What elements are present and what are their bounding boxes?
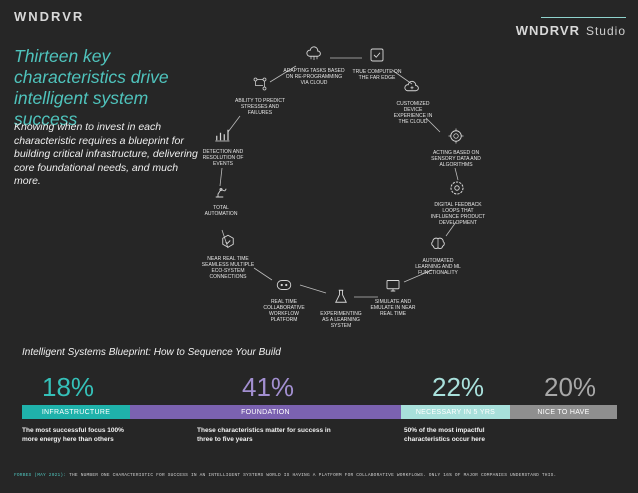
connector-9 xyxy=(253,267,273,281)
foundation-bar: FOUNDATION xyxy=(130,405,401,419)
characteristic-node: DETECTION AND RESOLUTION OF EVENTS xyxy=(193,126,253,167)
collaboration-icon xyxy=(276,280,292,290)
characteristic-label: REAL TIME COLLABORATIVE WORKFLOW PLATFOR… xyxy=(263,299,305,323)
intro-paragraph: Knowing when to invest in each character… xyxy=(14,121,198,187)
necessary-bar: NECESSARY IN 5 YRS xyxy=(401,405,510,419)
connector-11 xyxy=(219,167,223,187)
characteristic-node: ADAPTING TASKS BASED ON RE-PROGRAMMING V… xyxy=(283,45,345,86)
connector-2 xyxy=(391,69,413,85)
infrastructure-description: The most successful focus 100% more ener… xyxy=(22,427,124,443)
ecosystem-icon xyxy=(222,234,234,248)
characteristic-label: ADAPTING TASKS BASED ON RE-PROGRAMMING V… xyxy=(283,68,345,86)
characteristic-label: DETECTION AND RESOLUTION OF EVENTS xyxy=(202,149,244,167)
source-footnote: FORBES (MAY 2021): THE NUMBER ONE CHARAC… xyxy=(14,473,556,478)
nice-to-have-bar: NICE TO HAVE xyxy=(510,405,617,419)
simulation-icon xyxy=(386,280,400,292)
feedback-gear-icon xyxy=(450,181,464,195)
characteristic-label: TRUE COMPUTE ON THE FAR EDGE xyxy=(352,69,402,81)
characteristic-label: ACTING BASED ON SENSORY DATA AND ALGORIT… xyxy=(431,150,481,168)
foundation-bar-label: FOUNDATION xyxy=(241,408,290,416)
sensor-icon xyxy=(448,128,464,144)
brain-icon xyxy=(431,237,445,249)
wndrvr-logo: WNDRVR xyxy=(14,9,85,24)
beaker-icon xyxy=(335,289,347,303)
characteristic-node: AUTOMATED LEARNING AND ML FUNCTIONALITY xyxy=(412,235,464,276)
cloud-sync-icon xyxy=(404,80,419,92)
characteristic-node: SIMULATE AND EMULATE IN NEAR REAL TIME xyxy=(370,276,416,317)
connector-5 xyxy=(445,221,457,237)
connector-4 xyxy=(454,167,459,181)
foundation-percent: 41% xyxy=(242,372,295,402)
infrastructure-bar: INFRASTRUCTURE xyxy=(22,405,130,419)
necessary-percent: 22% xyxy=(432,372,485,402)
connector-8 xyxy=(299,284,327,294)
characteristic-label: ABILITY TO PREDICT STRESSES AND FAILURES xyxy=(234,98,285,116)
necessary-description: 50% of the most impactful characteristic… xyxy=(404,427,485,443)
connector-13 xyxy=(269,65,297,83)
footnote-source: FORBES (MAY 2021): xyxy=(14,473,67,478)
infrastructure-bar-label: INFRASTRUCTURE xyxy=(41,408,111,416)
connector-10 xyxy=(221,229,229,249)
connector-6 xyxy=(403,269,433,283)
footnote-text: THE NUMBER ONE CHARACTERISTIC FOR SUCCES… xyxy=(69,473,557,478)
foundation-description: These characteristics matter for success… xyxy=(197,427,331,443)
characteristic-label: DIGITAL FEEDBACK LOOPS THAT INFLUENCE PR… xyxy=(430,202,486,226)
nice-to-have-bar-label: NICE TO HAVE xyxy=(537,408,590,416)
characteristic-label: SIMULATE AND EMULATE IN NEAR REAL TIME xyxy=(370,299,416,317)
robot-arm-icon xyxy=(215,188,227,198)
characteristic-label: TOTAL AUTOMATION xyxy=(204,205,238,217)
studio-logo-wordmark: WNDRVR xyxy=(515,23,580,38)
characteristic-node: TOTAL AUTOMATION xyxy=(200,182,242,217)
infrastructure-percent: 18% xyxy=(42,372,95,402)
edge-compute-icon xyxy=(370,48,384,62)
characteristic-node: TRUE COMPUTE ON THE FAR EDGE xyxy=(352,46,402,81)
page-headline: Thirteen key characteristics drive intel… xyxy=(14,46,169,129)
characteristic-label: AUTOMATED LEARNING AND ML FUNCTIONALITY xyxy=(415,258,461,276)
wndrvr-studio-logo: WNDRVR Studio xyxy=(516,23,626,38)
characteristic-node: ABILITY TO PREDICT STRESSES AND FAILURES xyxy=(230,75,290,116)
nice-to-have-percent: 20% xyxy=(544,372,597,402)
characteristic-node: EXPERIMENTING AS A LEARNING SYSTEM xyxy=(320,288,362,329)
characteristic-label: NEAR REAL TIME SEAMLESS MULTIPLE ECO-SYS… xyxy=(201,256,255,280)
blueprint-title: Intelligent Systems Blueprint: How to Se… xyxy=(22,347,281,358)
characteristic-node: NEAR REAL TIME SEAMLESS MULTIPLE ECO-SYS… xyxy=(196,233,260,280)
necessary-bar-label: NECESSARY IN 5 YRS xyxy=(415,408,496,416)
characteristic-node: CUSTOMIZED DEVICE EXPERIENCE IN THE CLOU… xyxy=(391,78,435,125)
characteristic-label: CUSTOMIZED DEVICE EXPERIENCE IN THE CLOU… xyxy=(393,101,433,125)
cloud-network-icon xyxy=(306,46,321,60)
studio-logo-word: Studio xyxy=(585,24,626,38)
connector-12 xyxy=(227,115,241,133)
characteristic-label: EXPERIMENTING AS A LEARNING SYSTEM xyxy=(320,311,362,329)
characteristic-node: REAL TIME COLLABORATIVE WORKFLOW PLATFOR… xyxy=(256,276,312,323)
bar-chart-icon xyxy=(215,129,230,142)
connector-3 xyxy=(425,117,441,133)
characteristic-node: ACTING BASED ON SENSORY DATA AND ALGORIT… xyxy=(424,127,488,168)
logo-divider xyxy=(541,17,626,18)
characteristic-node: DIGITAL FEEDBACK LOOPS THAT INFLUENCE PR… xyxy=(430,179,486,226)
circuit-icon xyxy=(253,77,267,91)
